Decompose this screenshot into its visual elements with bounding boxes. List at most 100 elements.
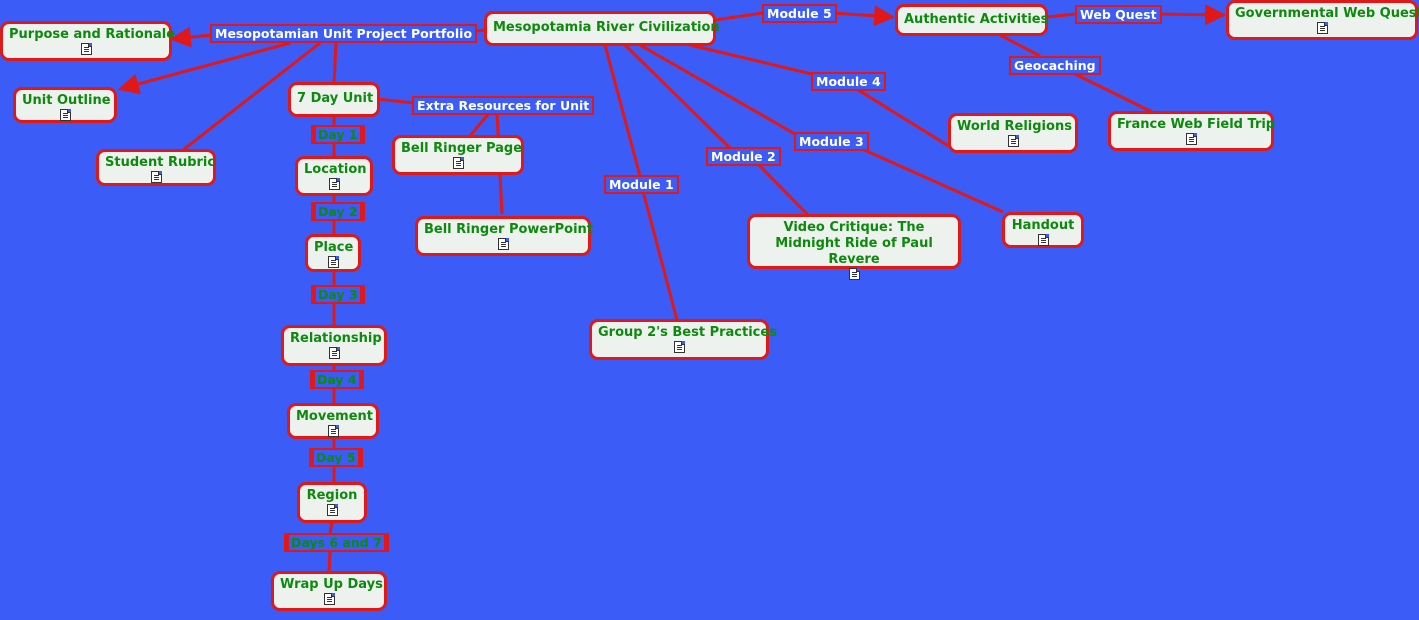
node-governmental-web-quest-label: Governmental Web Quest xyxy=(1235,6,1419,21)
connector xyxy=(639,43,796,136)
link-day3-text: Day 3 xyxy=(316,287,360,302)
node-video-critique-label: Video Critique: The Midnight Ride of Pau… xyxy=(775,220,933,267)
link-web-quest: Web Quest xyxy=(1075,5,1162,24)
node-wrap-up-days-label: Wrap Up Days xyxy=(280,577,383,592)
link-days6-7: Days 6 and 7 xyxy=(284,533,389,552)
document-icon[interactable] xyxy=(327,256,339,268)
connector xyxy=(603,44,642,177)
node-place[interactable]: Place xyxy=(305,234,361,272)
node-bell-ringer-page[interactable]: Bell Ringer Page xyxy=(392,135,524,175)
node-location[interactable]: Location xyxy=(295,156,373,196)
connector xyxy=(714,11,764,22)
document-icon[interactable] xyxy=(326,504,338,516)
connector xyxy=(859,146,1004,214)
node-france-web-field-trip[interactable]: France Web Field Trip xyxy=(1108,111,1276,151)
document-icon[interactable] xyxy=(150,171,162,183)
connector xyxy=(377,97,414,105)
document-icon[interactable] xyxy=(59,109,71,121)
node-purpose-rationale[interactable]: Purpose and Rationale xyxy=(0,21,176,61)
connector xyxy=(328,521,334,535)
link-day1: Day 1 xyxy=(311,125,365,144)
document-icon[interactable] xyxy=(1316,22,1328,34)
node-bell-ringer-page-label: Bell Ringer Page xyxy=(401,141,523,156)
node-authentic-activities-label: Authentic Activities xyxy=(904,12,1049,27)
link-portfolio: Mesopotamian Unit Project Portfolio xyxy=(210,24,478,43)
node-wrap-up-days[interactable]: Wrap Up Days xyxy=(271,571,387,611)
document-icon[interactable] xyxy=(328,178,340,190)
link-day5: Day 5 xyxy=(309,448,363,467)
document-icon[interactable] xyxy=(1185,133,1197,145)
node-relationship-label: Relationship xyxy=(290,331,382,346)
document-icon[interactable] xyxy=(327,425,339,437)
link-extra: Extra Resources for Unit xyxy=(412,96,595,115)
connector xyxy=(332,42,338,85)
document-icon[interactable] xyxy=(673,341,685,353)
link-module4: Module 4 xyxy=(811,72,886,91)
document-icon[interactable] xyxy=(1007,135,1019,147)
connector xyxy=(755,161,810,217)
connector xyxy=(689,43,813,76)
document-icon[interactable] xyxy=(1037,234,1049,246)
document-icon[interactable] xyxy=(80,43,92,55)
link-module1: Module 1 xyxy=(604,175,679,194)
node-world-religions-label: World Religions xyxy=(957,119,1072,134)
node-video-critique[interactable]: Video Critique: The Midnight Ride of Pau… xyxy=(747,214,961,280)
link-days6-7-text: Days 6 and 7 xyxy=(289,535,384,550)
node-unit-outline-label: Unit Outline xyxy=(22,93,111,108)
connector xyxy=(854,86,956,152)
node-authentic-activities[interactable]: Authentic Activities xyxy=(895,4,1048,36)
node-unit-outline[interactable]: Unit Outline xyxy=(13,87,117,123)
node-world-religions[interactable]: World Religions xyxy=(948,113,1078,153)
node-france-web-field-trip-label: France Web Field Trip xyxy=(1117,117,1276,132)
node-student-rubric[interactable]: Student Rubric xyxy=(96,149,216,186)
link-day2: Day 2 xyxy=(311,202,365,221)
connector xyxy=(327,551,332,573)
link-module5: Module 5 xyxy=(762,4,837,23)
node-purpose-rationale-label: Purpose and Rationale xyxy=(9,27,176,42)
node-handout[interactable]: Handout xyxy=(1002,212,1084,248)
link-day1-text: Day 1 xyxy=(316,127,360,142)
link-day4: Day 4 xyxy=(310,370,364,389)
node-place-label: Place xyxy=(314,240,354,255)
connector xyxy=(623,43,732,150)
node-student-rubric-label: Student Rubric xyxy=(105,155,216,170)
connector xyxy=(182,41,321,152)
node-relationship[interactable]: Relationship xyxy=(281,325,387,366)
connector xyxy=(831,5,896,27)
link-day2-text: Day 2 xyxy=(316,204,360,219)
document-icon[interactable] xyxy=(497,238,509,250)
document-icon[interactable] xyxy=(452,157,464,169)
connector xyxy=(117,41,291,95)
link-module3: Module 3 xyxy=(794,132,869,151)
link-day3: Day 3 xyxy=(311,285,365,304)
node-best-practices-label: Group 2's Best Practices xyxy=(598,325,777,340)
connector xyxy=(1046,12,1077,19)
connector xyxy=(1154,4,1227,26)
root-label: Mesopotamia River Civilization xyxy=(493,20,720,35)
node-region[interactable]: Region xyxy=(297,482,367,523)
connector xyxy=(641,190,679,321)
node-region-label: Region xyxy=(306,488,358,503)
link-day4-text: Day 4 xyxy=(315,372,359,387)
document-icon[interactable] xyxy=(328,347,340,359)
document-icon[interactable] xyxy=(323,593,335,605)
node-7-day-unit-label: 7 Day Unit xyxy=(297,91,374,106)
node-bell-ringer-powerpoint-label: Bell Ringer PowerPoint xyxy=(424,222,594,237)
document-icon[interactable] xyxy=(848,268,860,280)
connector xyxy=(169,26,213,48)
node-governmental-web-quest[interactable]: Governmental Web Quest xyxy=(1226,0,1419,40)
node-location-label: Location xyxy=(304,162,367,177)
link-geocaching: Geocaching xyxy=(1009,56,1101,75)
node-bell-ringer-powerpoint[interactable]: Bell Ringer PowerPoint xyxy=(415,216,594,256)
node-best-practices[interactable]: Group 2's Best Practices xyxy=(589,319,777,360)
node-movement-label: Movement xyxy=(296,409,373,424)
node-handout-label: Handout xyxy=(1011,218,1075,233)
connector xyxy=(468,111,492,137)
node-7-day-unit[interactable]: 7 Day Unit xyxy=(288,82,380,117)
node-movement[interactable]: Movement xyxy=(287,403,379,439)
connector xyxy=(999,33,1041,58)
link-module2: Module 2 xyxy=(706,147,781,166)
root-node[interactable]: Mesopotamia River Civilization xyxy=(484,11,720,46)
